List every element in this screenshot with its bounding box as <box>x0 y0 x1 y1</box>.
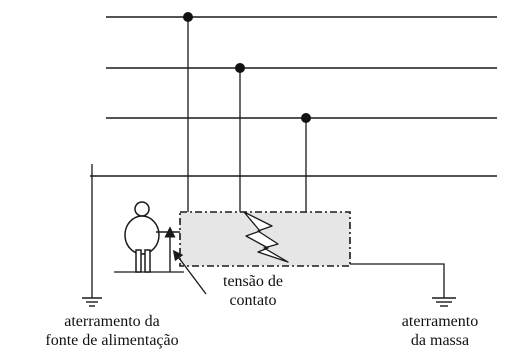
phase-2-junction <box>235 63 245 73</box>
contact-voltage-label: tensão de contato <box>188 272 318 310</box>
mass-ground-symbol-icon <box>432 297 456 307</box>
contact-voltage-line-2: contato <box>229 292 277 309</box>
source-grounding-line-1: aterramento da <box>64 313 160 330</box>
mass-grounding-label: aterramento da massa <box>378 312 502 350</box>
source-grounding-line-2: fonte de alimentação <box>45 332 179 349</box>
contact-voltage-leader <box>172 249 207 295</box>
phase-3-junction <box>301 113 311 123</box>
mass-grounding-line-1: aterramento <box>401 313 479 330</box>
mass-grounding-line-2: da massa <box>410 332 470 349</box>
lightning-icon <box>243 211 289 263</box>
phase-1-junction <box>183 12 193 22</box>
source-grounding-label: aterramento da fonte de alimentação <box>12 312 212 350</box>
mass-ground-conductor <box>350 263 445 298</box>
person-icon <box>124 201 180 273</box>
contact-voltage-line-1: tensão de <box>223 273 283 290</box>
source-ground-symbol-icon <box>82 297 102 307</box>
